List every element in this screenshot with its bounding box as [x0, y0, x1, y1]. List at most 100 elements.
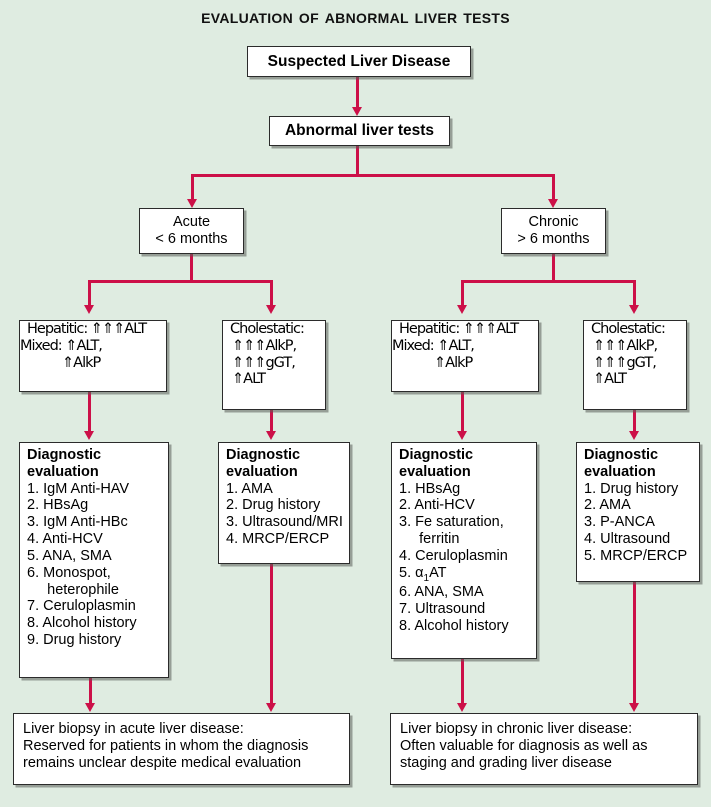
- arrowhead-biopsy-chronic-right: [629, 703, 639, 712]
- list-item: 6. ANA, SMA: [399, 584, 484, 601]
- node-biopsy-acute: Liver biopsy in acute liver disease: Res…: [13, 713, 350, 785]
- list-item-alpha1at: 5. α1AT: [399, 565, 543, 584]
- list-item: 3. P-ANCA: [584, 514, 655, 531]
- list-item: 1. Drug history: [584, 480, 679, 497]
- node-acute-hepatitic-pattern: Hepatitic: ⇑⇑⇑ALT Mixed: ⇑ALT, ⇑AlkP: [19, 320, 167, 392]
- list-item: heterophile: [27, 581, 119, 598]
- arrowhead-acute-hepatitic: [84, 305, 94, 314]
- dx-header-line-1: Diagnostic: [399, 447, 474, 463]
- pattern-line-2: ⇑⇑⇑AlkP,: [232, 337, 297, 354]
- arrowhead-dx1: [84, 431, 94, 440]
- pattern-line-3: ⇑⇑⇑gGT,: [232, 354, 296, 371]
- connector-acute-hepatitic: [88, 280, 91, 308]
- pattern-line-4: ⇑ALT: [593, 371, 627, 388]
- pattern-line-3: ⇑⇑⇑gGT,: [593, 354, 657, 371]
- connector-dx3-to-biopsy-chronic: [461, 659, 464, 706]
- alpha1at-subscript: 1: [423, 572, 430, 584]
- dx-header-line-1: Diagnostic: [584, 447, 659, 463]
- list-item: 2. Drug history: [226, 497, 321, 514]
- list-item: 3. IgM Anti-HBc: [27, 514, 128, 531]
- arrowhead-biopsy-chronic-left: [457, 703, 467, 712]
- connector-dx2-to-biopsy-acute: [270, 564, 273, 706]
- list-item: 1. HBsAg: [399, 480, 461, 497]
- connector-ac-to-dx2: [270, 410, 273, 434]
- connector-chronic-stem: [552, 254, 555, 282]
- node-chronic-hepatitic-pattern: Hepatitic: ⇑⇑⇑ALT Mixed: ⇑ALT, ⇑AlkP: [391, 320, 539, 392]
- list-item: 1. IgM Anti-HAV: [27, 480, 130, 497]
- dx-item-list: 1. IgM Anti-HAV 2. HBsAg 3. IgM Anti-HBc…: [27, 481, 175, 649]
- list-item: 4. Ceruloplasmin: [399, 547, 508, 564]
- chronic-line-2: > 6 months: [517, 231, 590, 247]
- node-label: Abnormal liver tests: [284, 122, 435, 140]
- connector-chronic-hepatitic: [461, 280, 464, 308]
- alpha1at-prefix: 5. α: [399, 564, 424, 581]
- list-item: 2. AMA: [584, 497, 631, 514]
- connector-dx4-to-biopsy-chronic: [633, 582, 636, 706]
- arrowhead-dx4: [629, 431, 639, 440]
- arrowhead-dx2: [266, 431, 276, 440]
- node-acute: Acute < 6 months: [139, 208, 244, 254]
- dx-header-line-1: Diagnostic: [226, 447, 301, 463]
- list-item: 5. ANA, SMA: [27, 547, 112, 564]
- connector-acute-cholestatic: [270, 280, 273, 308]
- arrowhead-biopsy-acute-right: [266, 703, 276, 712]
- dx-header-line-2: evaluation: [226, 463, 298, 480]
- pattern-line-4: ⇑ALT: [232, 371, 266, 388]
- list-item: 8. Alcohol history: [27, 615, 137, 632]
- node-dx-chronic-cholestatic: Diagnostic evaluation 1. Drug history 2.…: [576, 442, 700, 582]
- biopsy-line-3: remains unclear despite medical evaluati…: [23, 754, 302, 771]
- list-item: 3. Ultrasound/MRI: [226, 514, 343, 531]
- list-item: 6. Monospot,: [27, 564, 111, 581]
- biopsy-line-2: Reserved for patients in whom the diagno…: [23, 737, 309, 754]
- node-suspected-liver-disease: Suspected Liver Disease: [247, 46, 471, 77]
- pattern-line-1: Cholestatic:: [591, 321, 666, 337]
- arrowhead-acute: [187, 199, 197, 208]
- biopsy-line-1: Liver biopsy in chronic liver disease:: [400, 721, 633, 737]
- pattern-line-1: Hepatitic: ⇑⇑⇑ALT: [27, 321, 147, 337]
- acute-line-2: < 6 months: [155, 231, 228, 247]
- list-item: 4. Ultrasound: [584, 531, 671, 548]
- list-item: ferritin: [399, 531, 460, 548]
- node-chronic-cholestatic-pattern: Cholestatic: ⇑⇑⇑AlkP, ⇑⇑⇑gGT, ⇑ALT: [583, 320, 687, 410]
- node-chronic: Chronic > 6 months: [501, 208, 606, 254]
- dx-header-line-2: evaluation: [399, 463, 471, 480]
- arrowhead-acute-cholestatic: [266, 305, 276, 314]
- acute-line-1: Acute: [172, 214, 211, 231]
- connector-to-acute: [191, 174, 194, 202]
- list-item: 3. Fe saturation,: [399, 514, 504, 531]
- pattern-line-1: Hepatitic: ⇑⇑⇑ALT: [399, 321, 519, 337]
- pattern-line-1: Cholestatic:: [230, 321, 305, 337]
- dx-item-list: 1. Drug history 2. AMA 3. P-ANCA 4. Ultr…: [584, 481, 706, 565]
- list-item: 4. MRCP/ERCP: [226, 531, 330, 548]
- connector-acute-stem: [190, 254, 193, 282]
- arrowhead-chronic: [548, 199, 558, 208]
- node-abnormal-liver-tests: Abnormal liver tests: [269, 116, 450, 146]
- pattern-line-3: ⇑AlkP: [434, 354, 473, 371]
- biopsy-line-1: Liver biopsy in acute liver disease:: [23, 721, 244, 737]
- connector-chronic-split-bar: [461, 280, 636, 283]
- alpha1at-suffix: AT: [429, 564, 447, 581]
- list-item: 4. Anti-HCV: [27, 531, 103, 548]
- list-item: 2. HBsAg: [27, 497, 89, 514]
- node-biopsy-chronic: Liver biopsy in chronic liver disease: O…: [390, 713, 698, 785]
- list-item: 9. Drug history: [27, 631, 122, 648]
- dx-header-line-2: evaluation: [584, 463, 656, 480]
- connector-acute-split-bar: [88, 280, 273, 283]
- list-item: 1. AMA: [226, 480, 273, 497]
- node-dx-acute-hepatitic: Diagnostic evaluation 1. IgM Anti-HAV 2.…: [19, 442, 169, 678]
- pattern-line-2: Mixed: ⇑ALT,: [20, 337, 103, 354]
- pattern-line-3: ⇑AlkP: [62, 354, 101, 371]
- list-item: 7. Ultrasound: [399, 600, 486, 617]
- biopsy-line-2: Often valuable for diagnosis as well as: [400, 737, 648, 754]
- connector-to-chronic: [552, 174, 555, 202]
- chronic-line-1: Chronic: [528, 214, 579, 231]
- list-item: 5. MRCP/ERCP: [584, 547, 688, 564]
- dx-header-line-2: evaluation: [27, 463, 99, 480]
- arrowhead-chronic-cholestatic: [629, 305, 639, 314]
- connector-top-split-bar: [191, 174, 555, 177]
- arrowhead-chronic-hepatitic: [457, 305, 467, 314]
- pattern-line-2: Mixed: ⇑ALT,: [392, 337, 475, 354]
- connector-dx1-to-biopsy-acute: [89, 678, 92, 706]
- list-item: 8. Alcohol history: [399, 617, 509, 634]
